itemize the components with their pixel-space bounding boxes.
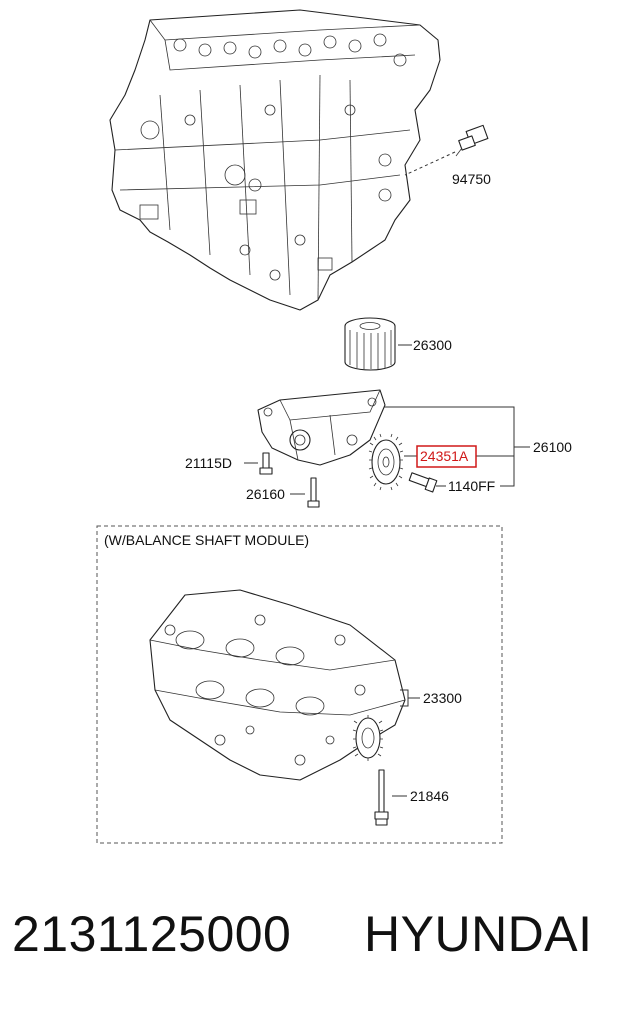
label-21846: 21846 (410, 788, 449, 804)
label-26160: 26160 (246, 486, 285, 502)
highlight-box-24351A (416, 445, 477, 468)
engine-block-illustration (109, 9, 441, 311)
oil-pressure-switch-94750 (455, 124, 489, 157)
label-1140FF: 1140FF (448, 478, 495, 494)
oil-pump-assembly-26100 (257, 389, 386, 466)
oil-filter-26300 (344, 317, 396, 371)
label-26300: 26300 (413, 337, 452, 353)
gear-24351A (368, 433, 404, 491)
balance-shaft-module-frame (96, 525, 503, 844)
parts-diagram: 94750 26300 (96, 9, 572, 844)
label-21115D: 21115D (185, 455, 232, 471)
label-23300: 23300 (423, 690, 462, 706)
label-24351A: 24351A (420, 448, 469, 464)
bolt-21115D (259, 452, 273, 475)
label-94750: 94750 (452, 171, 491, 187)
balance-module-gear (352, 715, 384, 761)
bolt-26160 (307, 477, 320, 508)
bolt-1140FF (408, 472, 438, 493)
bolt-21846 (374, 769, 389, 826)
label-26100: 26100 (533, 439, 572, 455)
module-caption: (W/BALANCE SHAFT MODULE) (104, 532, 309, 548)
footer: 2131125000 HYUNDAI (0, 905, 620, 975)
brand-name: HYUNDAI (364, 906, 593, 962)
part-number: 2131125000 (12, 906, 292, 962)
